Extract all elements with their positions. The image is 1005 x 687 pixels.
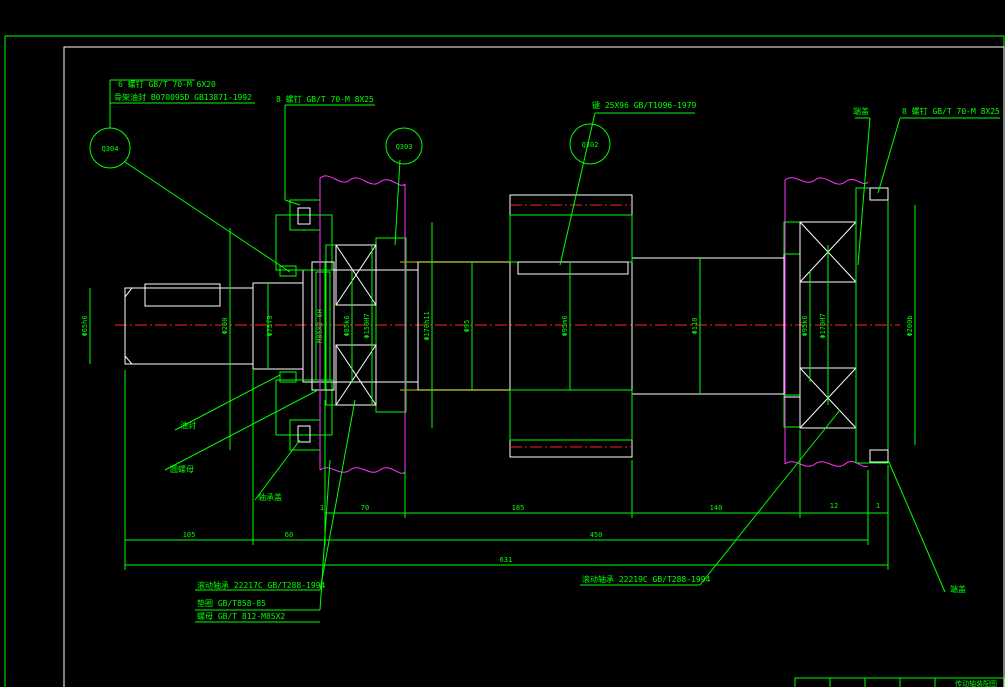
- callout-screw8a: 8 螺钉 GB/T 70-M 8X25: [276, 94, 374, 104]
- callout-nut: 螺母 GB/T 812-M85X2: [197, 611, 285, 621]
- balloon-q303[interactable]: Q303: [385, 127, 423, 165]
- dim-d200b: Φ200b: [906, 315, 914, 336]
- balloon-q302[interactable]: Q302: [569, 123, 611, 165]
- svg-text:传动轴装配图: 传动轴装配图: [955, 679, 997, 687]
- dim-d85k6: Φ85k6: [343, 315, 351, 336]
- dim-d95k6: Φ95k6: [801, 315, 809, 336]
- frame-break-right: [784, 177, 869, 185]
- shaft-body: [252, 257, 785, 395]
- dim-70: 70: [361, 504, 369, 512]
- callout-key: 键 25X96 GB/T1096-1979: [592, 100, 697, 110]
- callout-bearing1: 滚动轴承 22217C GB/T288-1994: [197, 580, 326, 590]
- callout-oil-seal: 油封: [180, 420, 196, 430]
- callout-screw8b: 8 螺钉 GB/T 70-M 8X25: [902, 106, 1000, 116]
- svg-text:Q303: Q303: [396, 143, 413, 151]
- dim-105: 105: [183, 531, 196, 539]
- callout-round-nut: 圆螺母: [170, 464, 194, 474]
- callout-screw6: 6 螺钉 GB/T 70-M 6X20: [118, 79, 216, 89]
- frame-break-left: [319, 175, 406, 186]
- left-bearing: [335, 244, 377, 406]
- dim-1a: 1: [876, 502, 880, 510]
- title-block: 传动轴装配图: [794, 677, 1005, 687]
- dim-d170h7: Φ170H7: [819, 313, 827, 338]
- shaft-input-end: [124, 283, 254, 365]
- balloon-q304[interactable]: Q304: [89, 127, 131, 169]
- diameter-dimension-lines: [89, 205, 916, 450]
- svg-text:Q302: Q302: [582, 141, 599, 149]
- dim-d170h11: Φ170h11: [423, 311, 431, 341]
- callout-bearing2: 滚动轴承 22219C GB/T288-1994: [582, 574, 711, 584]
- dim-d65h6: Φ65h6: [81, 315, 89, 336]
- callout-end-cover: 端盖: [950, 584, 966, 594]
- callout-cover-label: 端盖: [853, 106, 869, 116]
- length-dimension-lines: [124, 370, 889, 570]
- dim-12: 12: [830, 502, 838, 510]
- dim-d95m6: Φ95m6: [561, 315, 569, 336]
- dim-d200: Φ200: [221, 318, 229, 335]
- dim-d150h7: Φ150H7: [363, 313, 371, 338]
- leader-lines: [109, 79, 1000, 623]
- round-nut: [311, 261, 335, 391]
- dim-60: 60: [285, 531, 293, 539]
- callout-seal: 骨架油封 B070095D GB13871-1992: [114, 92, 252, 102]
- dim-m85: M85X2-6H: [316, 309, 324, 343]
- dim-140: 140: [710, 504, 723, 512]
- svg-text:Q304: Q304: [102, 145, 119, 153]
- callout-bearing-cap: 轴承盖: [258, 492, 282, 502]
- inner-border: [63, 46, 1005, 687]
- callout-washer: 垫圈 GB/T858-85: [197, 598, 266, 608]
- dim-631: 631: [500, 556, 513, 564]
- oil-seal-upper: [279, 265, 297, 277]
- dim-1b: 1: [320, 504, 324, 512]
- dim-d110: Φ110: [691, 318, 699, 335]
- oil-seal-lower: [279, 371, 297, 383]
- dim-185: 185: [512, 504, 525, 512]
- dim-d75f9: Φ75f9: [266, 315, 274, 336]
- gear: [509, 194, 633, 458]
- dim-d95: Φ95: [463, 320, 471, 333]
- outer-border: [4, 35, 1005, 687]
- dim-450: 450: [590, 531, 603, 539]
